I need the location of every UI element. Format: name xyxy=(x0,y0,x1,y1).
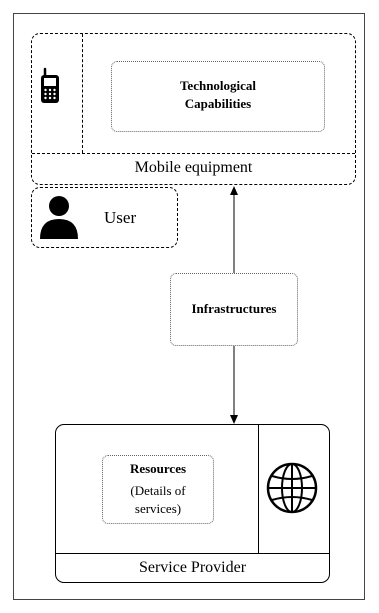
provider-label-divider xyxy=(56,553,329,554)
globe-icon xyxy=(266,462,318,514)
mobile-icon-divider xyxy=(82,34,83,153)
mobile-phone-icon xyxy=(41,67,59,103)
mobile-equipment-label: Mobile equipment xyxy=(134,159,253,176)
capabilities-label-line1: Technological xyxy=(179,78,257,93)
infrastructures-label: Infrastructures xyxy=(191,301,277,316)
resources-box xyxy=(102,455,214,524)
service-provider-box xyxy=(55,424,330,583)
outer-frame xyxy=(13,13,365,600)
capabilities-box xyxy=(111,61,325,132)
user-label: User xyxy=(104,208,137,227)
mobile-label-divider xyxy=(32,153,355,154)
provider-icon-divider xyxy=(258,425,259,553)
resources-detail-line1: (Details of xyxy=(130,483,186,498)
resources-title: Resources xyxy=(129,461,187,476)
resources-detail-line2: services) xyxy=(134,501,182,516)
user-icon xyxy=(40,196,78,239)
service-provider-label: Service Provider xyxy=(138,559,247,576)
infrastructures-box xyxy=(170,273,298,346)
user-box xyxy=(31,187,178,248)
capabilities-label-line2: Capabilities xyxy=(184,96,252,111)
mobile-equipment-box xyxy=(31,33,356,185)
